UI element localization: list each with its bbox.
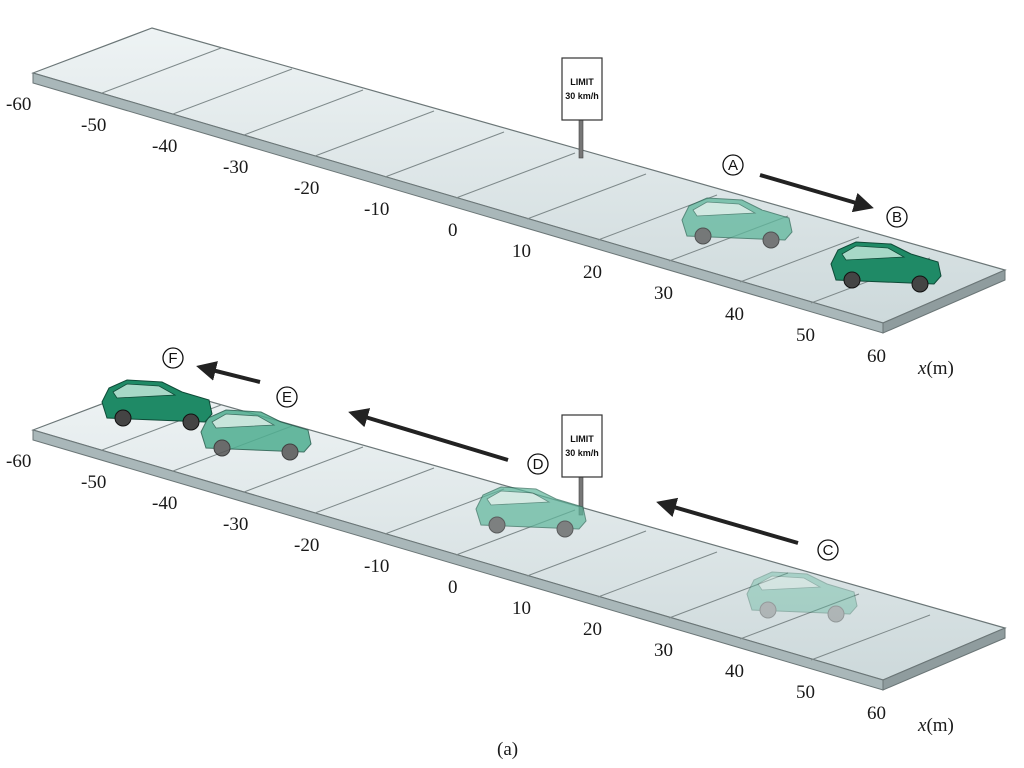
- tick-label: 50: [796, 325, 815, 346]
- car-wheel: [694, 227, 712, 245]
- car-window: [692, 201, 757, 217]
- car-wheel: [911, 275, 929, 293]
- motion-arrow-bottom-right: [656, 497, 799, 545]
- motion-arrow-bottom-left: [196, 361, 261, 384]
- car-wheel: [827, 605, 845, 623]
- tick-label: 0: [448, 577, 458, 598]
- tick-label: -20: [294, 178, 319, 199]
- car-wheel: [556, 520, 574, 538]
- car-at-C: [746, 571, 858, 623]
- point-label-text: A: [728, 157, 738, 174]
- car-window: [112, 383, 177, 399]
- road-bottom: [31, 384, 1007, 691]
- point-label-text: E: [282, 389, 292, 406]
- tick-label: 20: [583, 619, 602, 640]
- car-wheel: [114, 409, 132, 427]
- tick-label: -10: [364, 556, 389, 577]
- speed-limit-sign-top: LIMIT 30 km/h: [561, 57, 603, 159]
- tick-label: 20: [583, 262, 602, 283]
- tick-label: -10: [364, 199, 389, 220]
- axis-variable: x: [917, 358, 927, 379]
- car-window: [841, 245, 906, 261]
- tick-label: -30: [223, 157, 248, 178]
- axis-labels-top: -60 -50 -40 -30 -20 -10 0 10 20 30 40 50…: [6, 94, 954, 379]
- road-top-end-edge: [882, 269, 1006, 334]
- point-label-circle: [162, 347, 184, 369]
- tick-label: 40: [725, 661, 744, 682]
- point-label-circle: [527, 453, 549, 475]
- car-at-D: [475, 486, 587, 538]
- tick-label: -60: [6, 94, 31, 115]
- point-label-text: F: [168, 350, 177, 367]
- tick-label: -50: [81, 115, 106, 136]
- sign-text-line1: LIMIT: [570, 434, 594, 444]
- axis-variable: x: [917, 715, 927, 736]
- road-top: [31, 27, 1007, 334]
- point-label-B: B: [886, 206, 908, 228]
- sign-text-line2: 30 km/h: [565, 448, 599, 458]
- point-label-A: A: [722, 154, 744, 176]
- road-bottom-surface: [31, 384, 1007, 681]
- point-label-circle: [276, 386, 298, 408]
- axis-unit: (m): [926, 715, 953, 736]
- car-window: [211, 413, 276, 429]
- tick-label: -20: [294, 535, 319, 556]
- top-panel: -60 -50 -40 -30 -20 -10 0 10 20 30 40 50…: [6, 27, 1007, 379]
- tick-label: 40: [725, 304, 744, 325]
- tick-label: 60: [867, 703, 886, 724]
- car-at-B: [830, 241, 942, 293]
- motion-arrow-bottom-middle: [348, 408, 509, 462]
- car-at-F: [101, 379, 213, 431]
- figure-caption: (a): [497, 739, 518, 760]
- car-at-E: [200, 409, 312, 461]
- tick-label: -40: [152, 136, 177, 157]
- road-bottom-end-edge: [882, 627, 1006, 691]
- point-label-text: C: [823, 542, 834, 559]
- axis-unit: (m): [926, 358, 953, 379]
- tick-label: 10: [512, 598, 531, 619]
- sign-post: [578, 117, 584, 159]
- point-label-circle: [886, 206, 908, 228]
- motion-arrow-top: [759, 173, 874, 213]
- car-wheel: [281, 443, 299, 461]
- tick-label: 60: [867, 346, 886, 367]
- car-wheel: [182, 413, 200, 431]
- tick-label: 30: [654, 640, 673, 661]
- point-label-D: D: [527, 453, 549, 475]
- tick-label: -30: [223, 514, 248, 535]
- point-label-C: C: [817, 539, 839, 561]
- car-body: [746, 571, 858, 615]
- point-label-circle: [722, 154, 744, 176]
- axis-unit-label: x(m): [917, 358, 954, 379]
- tick-label: -50: [81, 472, 106, 493]
- car-wheel: [843, 271, 861, 289]
- point-label-text: D: [533, 456, 544, 473]
- car-wheel: [213, 439, 231, 457]
- point-label-E: E: [276, 386, 298, 408]
- sign-board: [561, 57, 603, 121]
- point-label-circle: [817, 539, 839, 561]
- axis-unit-label: x(m): [917, 715, 954, 736]
- sign-text-line2: 30 km/h: [565, 91, 599, 101]
- point-label-text: B: [892, 209, 902, 226]
- car-window: [486, 490, 551, 506]
- car-wheel: [762, 231, 780, 249]
- tick-label: 30: [654, 283, 673, 304]
- car-wheel: [759, 601, 777, 619]
- point-label-F: F: [162, 347, 184, 369]
- tick-label: 50: [796, 682, 815, 703]
- bottom-panel: -60 -50 -40 -30 -20 -10 0 10 20 30 40 50…: [6, 347, 1007, 736]
- car-window: [757, 575, 822, 591]
- tick-label: -40: [152, 493, 177, 514]
- car-wheel: [488, 516, 506, 534]
- sign-text-line1: LIMIT: [570, 77, 594, 87]
- speed-limit-sign-bottom: LIMIT 30 km/h: [561, 414, 603, 516]
- car-at-A: [681, 197, 793, 249]
- sign-board: [561, 414, 603, 478]
- axis-labels-bottom: -60 -50 -40 -30 -20 -10 0 10 20 30 40 50…: [6, 451, 954, 736]
- tick-label: 10: [512, 241, 531, 262]
- tick-label: 0: [448, 220, 458, 241]
- tick-label: -60: [6, 451, 31, 472]
